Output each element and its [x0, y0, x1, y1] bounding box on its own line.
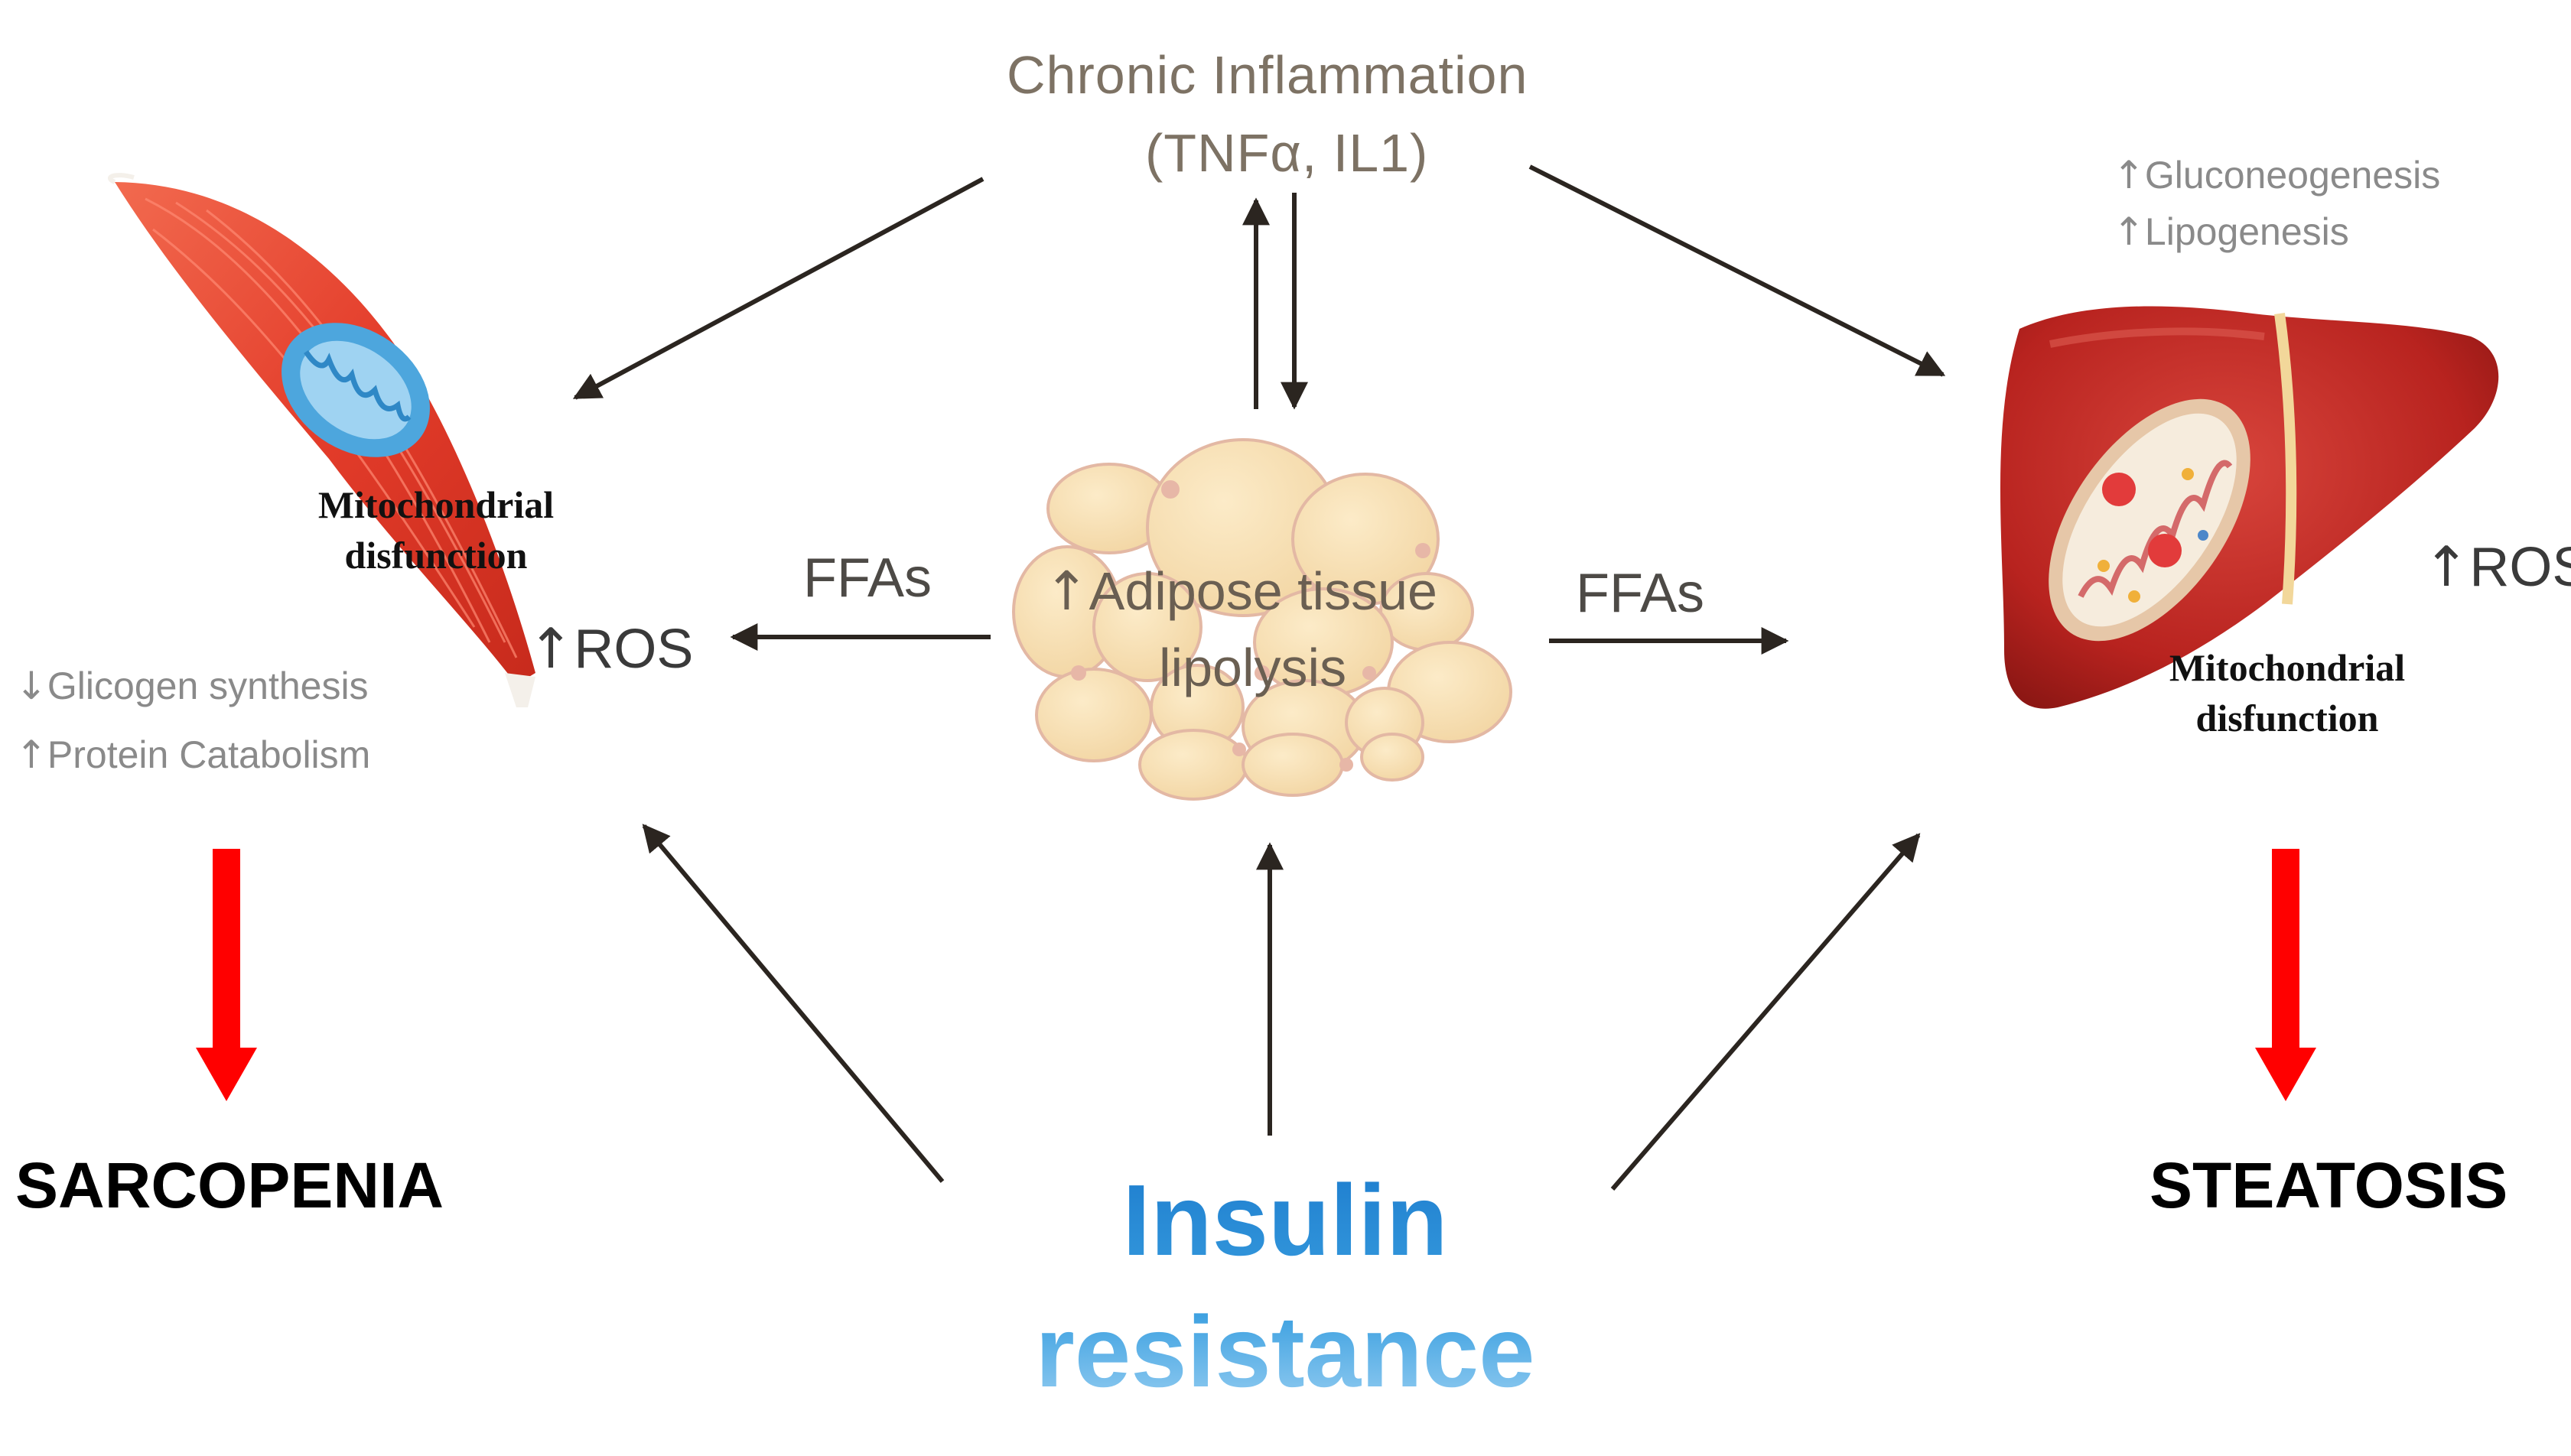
insulin-line1: Insulin — [1122, 1164, 1448, 1276]
liver-ros-label: ↑ROS — [2423, 539, 2571, 595]
up-arrow-icon: ↑ — [15, 733, 47, 777]
arrow-inflammation-to-liver — [1528, 164, 1946, 377]
liver-effect-text: Lipogenesis — [2144, 210, 2349, 253]
muscle-effect-text: Protein Catabolism — [47, 733, 371, 776]
connector-arrows — [572, 164, 1946, 1191]
muscle-mito-line1: Mitochondrial — [317, 483, 555, 526]
mitochondrion-icon-muscle — [282, 323, 430, 457]
liver-effect-gluconeogenesis: ↑Gluconeogenesis — [2113, 156, 2440, 194]
liver-effect-lipogenesis: ↑Lipogenesis — [2113, 213, 2349, 251]
muscle-effect-protein: ↑Protein Catabolism — [15, 736, 370, 774]
insulin-line2: resistance — [1035, 1295, 1535, 1408]
liver-mito-line1: Mitochondrial — [2169, 646, 2406, 689]
up-arrow-icon: ↑ — [2423, 535, 2470, 599]
mitochondrion-icon-liver — [2049, 398, 2250, 642]
ffas-label-left: FFAs — [803, 548, 932, 609]
adipose-label-line2: lipolysis — [1159, 638, 1347, 697]
up-arrow-icon: ↑ — [2113, 153, 2145, 197]
muscle-mito-line2: disfunction — [344, 534, 528, 577]
outcome-steatosis: STEATOSIS — [2150, 1149, 2508, 1221]
liver-ros-text: ROS — [2469, 537, 2571, 598]
outcome-sarcopenia: SARCOPENIA — [15, 1149, 444, 1221]
adipose-label: ↑Adipose tissue — [1044, 564, 1437, 618]
liver-mito-label: Mitochondrial disfunction — [2150, 648, 2425, 737]
arrow-insulin-to-liver — [1610, 833, 1921, 1191]
up-arrow-icon: ↑ — [2113, 210, 2145, 254]
arrow-inflammation-to-muscle — [572, 177, 984, 400]
muscle-icon — [108, 173, 535, 707]
muscle-ros-label: ↑ROS — [528, 621, 693, 677]
outcome-arrow-sarcopenia — [196, 849, 257, 1101]
liver-effect-text: Gluconeogenesis — [2144, 154, 2441, 197]
adipose-label-line1: Adipose tissue — [1089, 561, 1437, 621]
ffas-label-right: FFAs — [1576, 563, 1705, 624]
muscle-effect-text: Glicogen synthesis — [47, 665, 369, 707]
insulin-resistance-label: Insulin resistance — [971, 1170, 1599, 1402]
muscle-ros-text: ROS — [574, 619, 694, 680]
liver-mito-line2: disfunction — [2195, 697, 2379, 739]
up-arrow-icon: ↑ — [1044, 560, 1089, 622]
arrow-insulin-to-muscle — [642, 824, 945, 1183]
inflammation-title: Chronic Inflammation — [1007, 45, 1528, 105]
muscle-effect-glycogen: ↓Glicogen synthesis — [15, 667, 369, 705]
inflammation-subtitle: (TNFα, IL1) — [1145, 123, 1429, 183]
muscle-mito-label: Mitochondrial disfunction — [298, 486, 574, 574]
adipose-tissue-icon — [1012, 438, 1512, 801]
outcome-arrow-steatosis — [2255, 849, 2316, 1101]
down-arrow-icon: ↓ — [15, 664, 47, 708]
up-arrow-icon: ↑ — [528, 616, 574, 681]
